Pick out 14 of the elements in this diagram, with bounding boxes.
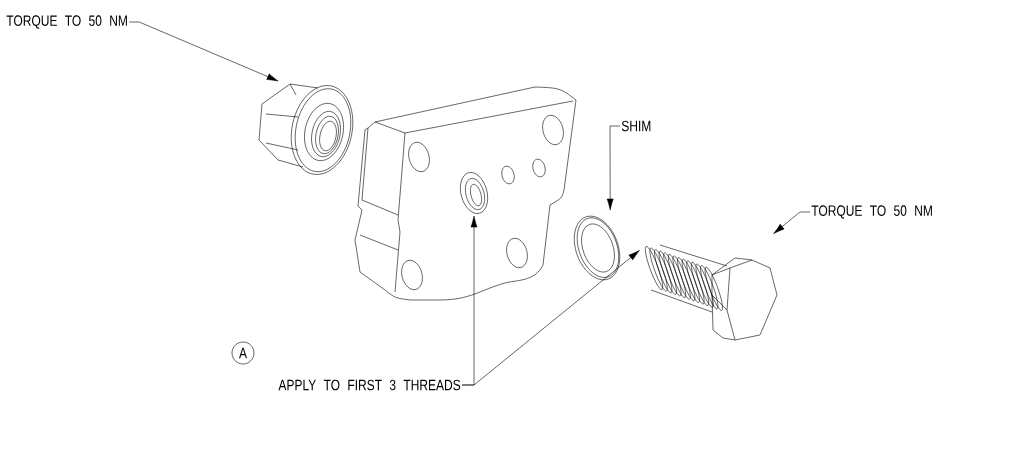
nut-drawing (258, 83, 354, 175)
leader-line (461, 250, 640, 386)
callout-bubble: A (231, 341, 255, 365)
callout-text: TORQUE TO 50 NM (6, 15, 127, 29)
note-text: APPLY TO FIRST 3 THREADS (278, 379, 461, 391)
plate-drawing (354, 86, 577, 301)
leader-line (773, 211, 811, 234)
leader-line (128, 21, 279, 82)
bolt-drawing (645, 244, 778, 341)
threaded-hole-drawing (460, 172, 488, 214)
callout-text: TORQUE TO 50 NM (811, 205, 932, 219)
leader-line (606, 125, 621, 211)
shim-drawing (573, 215, 621, 281)
callout-text: SHIM (621, 120, 651, 132)
